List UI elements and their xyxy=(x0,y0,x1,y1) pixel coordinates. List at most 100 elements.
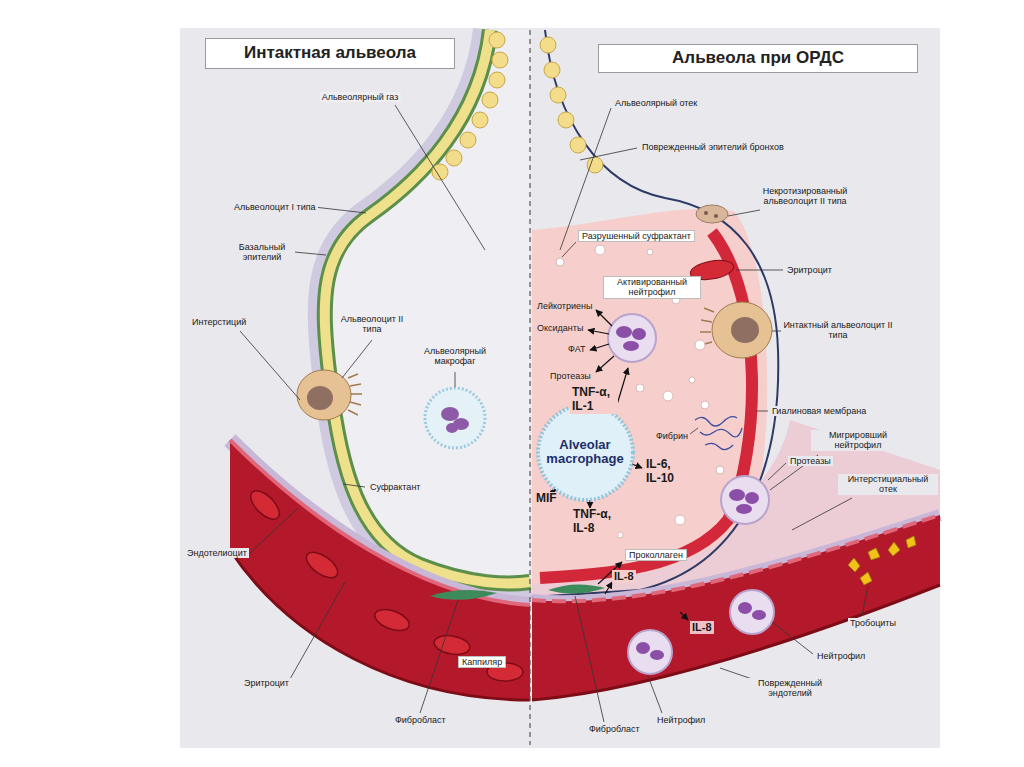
part-label: Каппиляр xyxy=(458,656,506,668)
label-box: Мигрировший нейтрофил xyxy=(811,430,905,451)
label-box: Эндотелиоцит xyxy=(185,548,249,558)
label-box: Гиалиновая мембрана xyxy=(770,406,868,416)
part-label: Активированный нейтрофил xyxy=(603,276,701,299)
leader-lines-part xyxy=(314,207,366,213)
bubbles-part xyxy=(595,245,605,255)
intact-alveolus-part-part xyxy=(489,72,505,88)
panel-ground xyxy=(180,28,940,748)
ards-alveolus-part-part xyxy=(570,137,586,153)
part-label: Протеазы xyxy=(788,456,833,466)
type2-cell-part xyxy=(712,302,772,358)
intact-alveolus xyxy=(230,30,530,700)
migrated-neutrophil xyxy=(721,476,769,524)
ards-alveolus-part-part xyxy=(587,157,603,173)
type2-cell-part-part xyxy=(350,402,361,405)
alveolar-macrophage xyxy=(425,388,485,448)
leader-lines xyxy=(240,105,868,722)
activated-neutrophil-part xyxy=(623,341,639,351)
leader-lines-part xyxy=(728,210,760,216)
type2-cell-part-part xyxy=(348,374,358,378)
part-label: Поврежденный эндотелий xyxy=(743,678,837,699)
capillary-part-part xyxy=(738,602,752,614)
heading-box: Альвеола при ОРДС xyxy=(598,44,918,73)
part-label: Суфрактант xyxy=(368,482,422,492)
bubbles-part xyxy=(701,401,709,409)
capillary-part-part xyxy=(730,590,774,634)
mediator-arrows-part xyxy=(632,464,642,468)
label-box: Интактный альвеолоцит II типа xyxy=(781,320,895,341)
label-box: Некротизированный альвеолоцит II типа xyxy=(748,186,862,207)
capillary xyxy=(532,515,940,700)
type2-cell-part xyxy=(731,317,759,343)
label-box: Интерстиций xyxy=(190,317,248,327)
intact-alveolus-part-part xyxy=(472,112,488,128)
label-box: Фибрин xyxy=(654,431,690,441)
intact-alveolus-part-part xyxy=(482,92,498,108)
part-label: Фибрин xyxy=(654,431,690,441)
label-box: Активированный нейтрофил xyxy=(603,276,701,299)
part-label: Разрушенный суфрактант xyxy=(578,230,695,242)
label-box: Поврежденный эндотелий xyxy=(743,678,837,699)
mediator-arrows-part xyxy=(588,330,609,334)
divider xyxy=(529,30,530,745)
label-box: TNF-α, IL-1 xyxy=(570,386,618,414)
intact-alveolus-part xyxy=(325,30,530,583)
leader-lines-part xyxy=(342,340,372,378)
label-box: Альвеолярный макрофаг xyxy=(413,346,497,367)
part-label: Интерстиций xyxy=(190,317,248,327)
capillary-part-part xyxy=(433,633,472,657)
leader-lines-part xyxy=(294,252,326,255)
type2-cell-part-part xyxy=(350,384,361,386)
part-label: MIF xyxy=(534,492,559,506)
bubbles-part xyxy=(556,258,564,266)
leader-lines-part xyxy=(562,242,576,257)
ards-alveolus-part xyxy=(540,232,752,578)
macrophage-circle: Alveolar macrophage xyxy=(535,402,636,503)
leader-lines-part xyxy=(756,411,768,412)
ards-alveolus-part xyxy=(540,37,603,173)
capillary-part-part xyxy=(848,558,860,572)
part-label: Некротизированный альвеолоцит II типа xyxy=(748,186,862,207)
mediator-arrows-part xyxy=(605,582,612,594)
part-label: Проколлаген xyxy=(625,549,687,561)
label-box: Протеазы xyxy=(548,371,593,381)
ards-alveolus xyxy=(532,30,940,700)
leader-lines-part xyxy=(455,372,456,387)
activated-neutrophil-part xyxy=(608,314,656,362)
part-label: TNF-α, IL-8 xyxy=(571,508,619,536)
label-box: Разрушенный суфрактант xyxy=(578,230,695,242)
label-box: IL-8 xyxy=(612,570,636,583)
part-label: IL-8 xyxy=(690,621,714,634)
intact-alveolus-part-part xyxy=(446,150,462,166)
capillary-part-part xyxy=(860,572,872,585)
part-label: Альвеолоцит I типа xyxy=(232,202,318,212)
part-label: Поврежденный эпителий бронхов xyxy=(640,142,786,152)
part-label: Альвеолярный газ xyxy=(320,92,401,102)
leader-lines-part xyxy=(240,331,300,400)
fibrin-part xyxy=(700,428,742,437)
label-box: Протеазы xyxy=(788,456,833,466)
intact-alveolus-part-part xyxy=(492,52,508,68)
fibroblast xyxy=(430,590,497,600)
capillary-part xyxy=(848,536,916,585)
leader-lines-part xyxy=(290,582,345,679)
part-label: Тробоциты xyxy=(848,618,898,628)
capillary-part-part xyxy=(628,630,672,674)
bubbles-part xyxy=(689,377,695,383)
label-box: Альвеолоцит I типа xyxy=(232,202,318,212)
capillary-part xyxy=(230,550,530,700)
type2-cell xyxy=(700,302,772,358)
activated-neutrophil-part xyxy=(616,326,632,338)
label-box: Каппиляр xyxy=(458,656,506,668)
leader-lines-part xyxy=(690,428,698,434)
type2-cell-part-part xyxy=(348,410,358,415)
leader-lines-part xyxy=(343,484,365,487)
alveolar-macrophage-part xyxy=(441,407,459,421)
type2-cell xyxy=(297,370,362,420)
bubbles-part xyxy=(695,340,705,350)
necrotic-cell-part xyxy=(714,214,718,218)
leader-lines-part xyxy=(772,622,813,654)
intact-alveolus-part xyxy=(325,30,530,583)
leader-lines-part xyxy=(792,498,852,530)
